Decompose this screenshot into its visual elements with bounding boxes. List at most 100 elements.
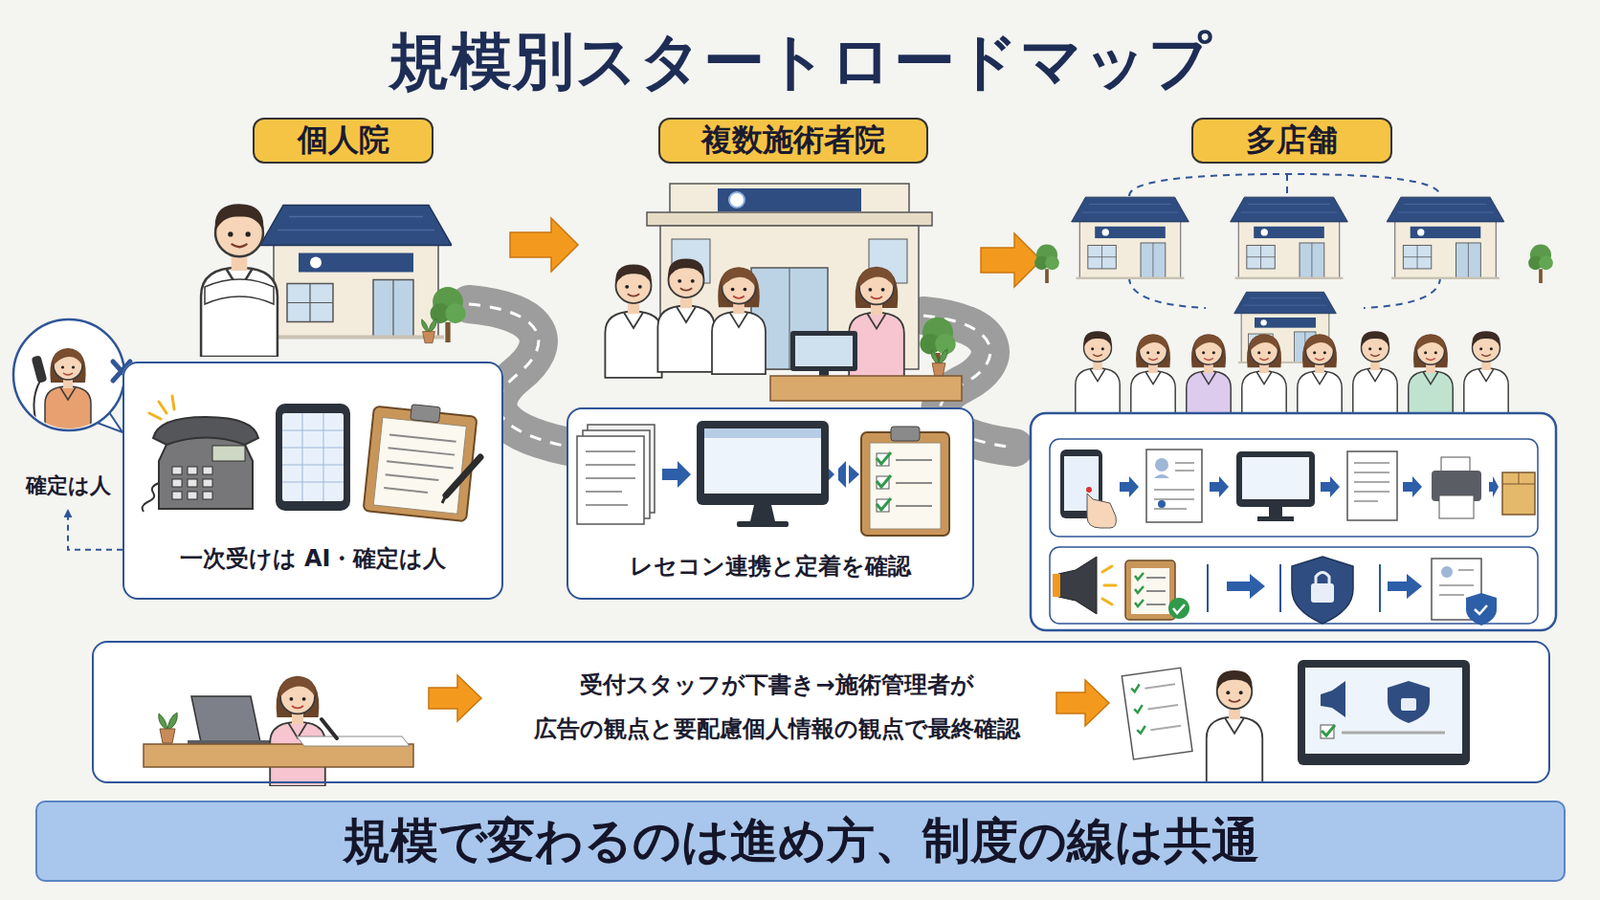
clinic-chain-scene [1528, 244, 1554, 284]
chain-check-icons [1058, 556, 1097, 615]
stage-heading: 複数施術者院 [658, 117, 929, 164]
chain-check-icons [1146, 577, 1166, 605]
clinic-medium-scene [789, 267, 791, 370]
chain-check-icons [1387, 574, 1423, 600]
chain-flow-icons [1402, 476, 1423, 498]
chain-flow-icons [1320, 476, 1340, 498]
phone-icon [153, 417, 259, 445]
node-label: 一次受けは AI・確定は人 [124, 537, 502, 582]
stage-heading: 多店舗 [1191, 117, 1393, 164]
clipboard-icon [442, 495, 446, 504]
clinic-small-scene [260, 205, 452, 340]
caption-band: 規模で変わるのは進め方、制度の線は共通 [35, 800, 1566, 883]
clinic-chain-scene [1464, 331, 1509, 421]
monitor-icon [750, 505, 776, 522]
checklist-icon [890, 426, 920, 442]
chain-flow-icons [1060, 449, 1535, 529]
manager-review-scene [1121, 660, 1470, 783]
chain-check-icons [1474, 605, 1488, 615]
phone-icon [149, 396, 175, 420]
manager-review-scene [1121, 667, 1193, 760]
handoff-arrow [1056, 680, 1110, 727]
phone-icon [187, 491, 198, 500]
chain-flow-icons [1354, 463, 1390, 502]
phone-callout [33, 380, 41, 429]
title-text: 規模別スタートロードマップ [388, 24, 1213, 98]
handoff-arrow [428, 675, 482, 722]
clinic-medium-scene [669, 183, 910, 215]
progress-arrow [980, 233, 1042, 288]
clinic-small-scene [430, 287, 467, 343]
phone-icon [172, 491, 182, 500]
box-ground [1049, 439, 1538, 537]
phone-icon [212, 445, 245, 462]
manager-review-scene [1144, 684, 1181, 731]
phone-icon [172, 466, 182, 475]
tablet-icon [275, 403, 351, 512]
phone-callout [44, 348, 91, 441]
clinic-chain-scene [1353, 331, 1398, 421]
node-label: 多店舗 [1245, 123, 1338, 157]
manager-review-scene [1321, 725, 1335, 736]
chain-flow-icons [1155, 458, 1169, 472]
phone-icon [158, 432, 253, 510]
stage-heading: 個人院 [252, 117, 434, 164]
manager-review-scene [1400, 698, 1417, 712]
monitor-icon [696, 421, 829, 528]
clinic-chain-scene [1075, 331, 1120, 421]
chain-check-icons [1226, 574, 1266, 600]
monitor-icon [704, 428, 822, 494]
chain-flow-icons [1236, 451, 1315, 508]
clinic-chain-scene [1386, 197, 1505, 280]
chain-check-icons [1291, 556, 1354, 624]
papers-icon [577, 436, 645, 525]
chain-flow-icons [1488, 476, 1499, 498]
clinic-small-scene [200, 203, 278, 357]
chain-flow-icons [1439, 495, 1474, 519]
clinic-small-scene [204, 279, 274, 305]
chain-check-icons [1102, 566, 1116, 605]
clipboard-icon [363, 400, 481, 523]
papers-icon [577, 424, 655, 525]
tablet-icon [275, 403, 351, 512]
clipboard-icon [445, 457, 481, 496]
node-label: 確定は人 [13, 472, 123, 501]
node-label: 複数施術者院 [701, 123, 886, 157]
phone-icon [202, 479, 213, 488]
chain-flow-icons [1441, 457, 1470, 473]
staff-drafting-scene [296, 736, 410, 747]
checklist-icon [861, 432, 950, 536]
clinic-medium-scene [790, 331, 858, 372]
chain-flow-icons [1154, 463, 1195, 510]
manager-review-scene [1387, 681, 1430, 724]
chain-flow-icons [1086, 487, 1092, 493]
clinic-medium-scene [795, 335, 853, 367]
step-box: 一次受けは AI・確定は人 [122, 361, 504, 600]
clipboard-icon [373, 418, 467, 515]
clinic-chain-scene [1071, 197, 1190, 280]
chain-check-icons [1134, 573, 1144, 607]
chain-check-icons [1466, 593, 1497, 626]
checklist-icon [876, 452, 891, 511]
tablet-icon [282, 413, 344, 502]
tablet-icon [282, 413, 344, 502]
phone-icon [202, 491, 213, 500]
clinic-chain-scene [1186, 333, 1231, 423]
flow-arrow [848, 465, 860, 485]
phone-icon [142, 396, 259, 512]
clinic-chain-scene [1242, 333, 1287, 423]
checklist-icon [895, 460, 933, 507]
clinic-chain-scene [1408, 333, 1453, 423]
chain-flow-icons [1502, 472, 1535, 485]
title-band: 規模別スタートロードマップ [0, 24, 1600, 98]
clinic-medium-scene [604, 264, 662, 378]
step-box: レセコン連携と定着を確認 [566, 407, 975, 600]
clinic-chain-scene [1129, 174, 1441, 197]
manager-review-scene [1121, 667, 1193, 760]
box-ground [1049, 547, 1538, 624]
clinic-medium-scene [646, 212, 933, 226]
chain-flow-icons [1502, 472, 1535, 515]
manager-review-scene [1320, 725, 1334, 739]
